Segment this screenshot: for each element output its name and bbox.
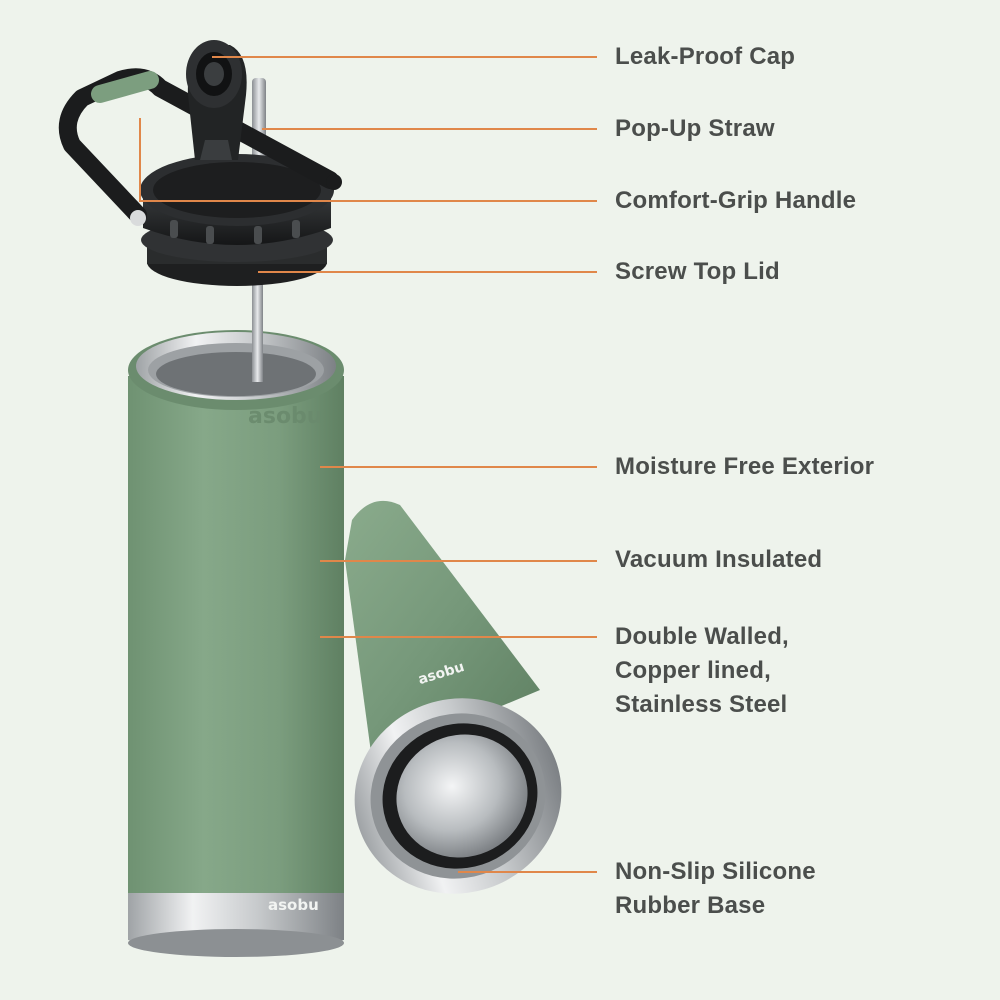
- label-line: Comfort-Grip Handle: [615, 187, 857, 214]
- leader-comfort-grip-handle: [139, 118, 597, 202]
- label-line: Double Walled,: [615, 623, 789, 650]
- rim-logo: asobu: [248, 404, 322, 429]
- label-line: Leak-Proof Cap: [615, 43, 796, 70]
- lying-bottle: asobu: [345, 500, 562, 894]
- label-non-slip-base: Non-Slip Silicone Rubber Base: [615, 855, 816, 923]
- screw-top-lid: [140, 154, 334, 286]
- label-line: Non-Slip Silicone: [615, 858, 816, 885]
- label-line: Copper lined,: [615, 657, 771, 684]
- label-line: Stainless Steel: [615, 691, 788, 718]
- comfort-grip-handle: [58, 68, 342, 226]
- label-line: Screw Top Lid: [615, 258, 780, 285]
- label-moisture-free-exterior: Moisture Free Exterior: [615, 450, 874, 484]
- label-double-walled: Double Walled, Copper lined, Stainless S…: [615, 620, 789, 722]
- label-line: Rubber Base: [615, 892, 766, 919]
- label-leak-proof-cap: Leak-Proof Cap: [615, 40, 795, 74]
- leak-proof-cap: [186, 40, 247, 160]
- label-line: Moisture Free Exterior: [615, 453, 875, 480]
- label-line: Pop-Up Straw: [615, 115, 775, 142]
- label-pop-up-straw: Pop-Up Straw: [615, 112, 775, 146]
- label-vacuum-insulated: Vacuum Insulated: [615, 543, 822, 577]
- label-comfort-grip-handle: Comfort-Grip Handle: [615, 184, 856, 218]
- label-screw-top-lid: Screw Top Lid: [615, 255, 780, 289]
- label-line: Vacuum Insulated: [615, 546, 823, 573]
- leader-lines: [139, 56, 597, 873]
- upright-bottle: asobu asobu: [128, 330, 344, 957]
- upright-bottle-logo: asobu: [268, 896, 319, 914]
